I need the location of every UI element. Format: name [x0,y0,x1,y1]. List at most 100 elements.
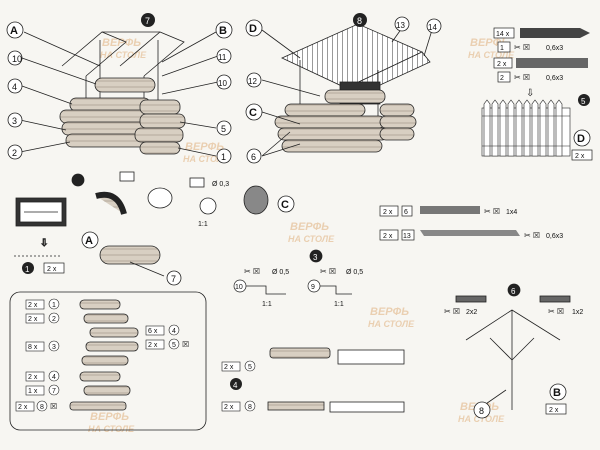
callout-10: 10 [218,79,227,88]
callout-2: 2 [12,148,17,158]
box-5: 5 [248,364,252,371]
scissors-icon: ✂ ☒ [524,231,540,240]
scissors-icon: ✂ ☒ [320,267,336,276]
svg-text:ВЕРФЬ: ВЕРФЬ [370,306,409,318]
diagram-step-4 [267,347,405,413]
cut-size-label: 1x2 [572,309,583,316]
qty-label: 2 x [549,407,559,414]
list-item: 2 x 2 [25,312,60,324]
dia-label: Ø 0,5 [346,269,363,276]
step-6: 6 [511,287,516,296]
callout-4: 4 [12,82,17,92]
part-letter-b: B [219,25,227,37]
step-4: 4 [233,381,238,390]
svg-text:2 x: 2 x [18,404,28,411]
ratio-label: 1:1 [198,221,208,228]
diagram-roof-planks: 14 x 1 ✂ ☒ 0,6x3 2 x 2 ✂ ☒ 0,6x3 ⇩ [493,27,590,99]
svg-text:7: 7 [52,388,56,395]
scissors-icon: ✂ ☒ [444,307,460,316]
callout-14: 14 [428,23,437,32]
diagram-bucket-steps: ⇩ 2 [15,171,269,249]
svg-text:НА СТОЛЕ: НА СТОЛЕ [368,319,415,329]
callouts-wire: 3 ✂ ☒ Ø 0,5 ✂ ☒ Ø 0,5 10 9 1:1 1:1 [233,253,363,308]
diagram-roof-boards: 2 x 6 ✂ ☒ 1x4 2 x 13 ✂ ☒ 0,6x3 [379,205,563,241]
list-item: 2 x 8 ☒ [15,400,57,412]
dia-label: Ø 0,5 [272,269,289,276]
qty-label: 2 x [383,233,393,240]
svg-text:6 x: 6 x [148,328,158,335]
step-7: 7 [145,16,150,26]
list-item: 2 x 5 ☒ [145,338,189,350]
diagram-parts-box [9,291,207,431]
diagram-fence [481,99,571,157]
svg-text:НА СТОЛЕ: НА СТОЛЕ [88,424,135,434]
dia-label: Ø 0,3 [212,181,229,188]
part-letter-c: C [249,107,257,119]
svg-text:8 x: 8 x [28,344,38,351]
box-8: 8 [248,404,252,411]
callout-11: 11 [218,53,227,62]
scissors-icon: ✂ ☒ [514,73,530,82]
arrow-down-icon: ⇩ [526,88,534,99]
step-5: 5 [581,97,586,106]
cut-size-label: 1x4 [506,209,517,216]
svg-text:ВЕРФЬ: ВЕРФЬ [185,141,224,153]
svg-text:2 x: 2 x [28,374,38,381]
qty-label: 2 x [47,266,57,273]
callout-3: 3 [12,116,17,126]
svg-text:3: 3 [52,344,56,351]
list-item: 8 x 3 [25,340,60,352]
qty-label: 2 x [575,153,585,160]
svg-text:НА СТОЛЕ: НА СТОЛЕ [100,50,147,60]
cut-size-label: 2x2 [466,309,477,316]
svg-text:1 x: 1 x [28,388,38,395]
scissors-icon: ✂ ☒ [244,267,260,276]
scissors-icon: ✂ ☒ [548,307,564,316]
scissors-icon: ✂ ☒ [484,207,500,216]
step-3: 3 [313,253,318,262]
svg-text:2 x: 2 x [148,342,158,349]
callout-5: 5 [221,124,226,134]
svg-text:2 x: 2 x [28,316,38,323]
callout-6: 6 [251,152,256,162]
step-8: 8 [357,16,362,26]
scissors-icon: ✂ ☒ [514,43,530,52]
qty-label: 2 x [224,364,234,371]
callout-9: 10 [12,54,22,64]
part-letter-d: D [249,23,257,35]
step-2: 2 [75,177,80,186]
part-letter-b: B [553,387,561,399]
qty-label: 14 x [496,31,510,38]
cut-size-label: 0,6x3 [546,75,563,82]
svg-text:1: 1 [52,302,56,309]
step-1: 1 [25,265,30,274]
svg-text:8: 8 [40,404,44,411]
svg-text:5: 5 [172,342,176,349]
callout-9: 9 [311,284,315,291]
svg-text:НА СТОЛЕ: НА СТОЛЕ [458,414,505,424]
callouts-step-6: 6 ✂ ☒ 2x2 ✂ ☒ 1x2 8 B 2 x [444,287,583,419]
diagram-drum [14,245,165,277]
svg-text:2: 2 [52,316,56,323]
part-letter-a: A [10,25,18,37]
cross-box-icon: ☒ [182,340,189,349]
callouts-step-4: 2 x 5 4 2 x 8 [221,360,256,412]
qty-label: 2 x [497,61,507,68]
callout-12: 12 [248,77,257,86]
callout-13: 13 [396,21,405,30]
callouts-drum: 1 2 x A 7 [22,231,182,286]
svg-text:НА СТОЛЕ: НА СТОЛЕ [183,154,230,164]
cross-box-icon: ☒ [50,402,57,411]
list-item: 1 x 7 [25,384,60,396]
cut-size-label: 0,6x3 [546,233,563,240]
ratio-label: 1:1 [262,301,272,308]
qty-label: 1 [500,45,504,52]
box-6: 6 [404,209,408,216]
